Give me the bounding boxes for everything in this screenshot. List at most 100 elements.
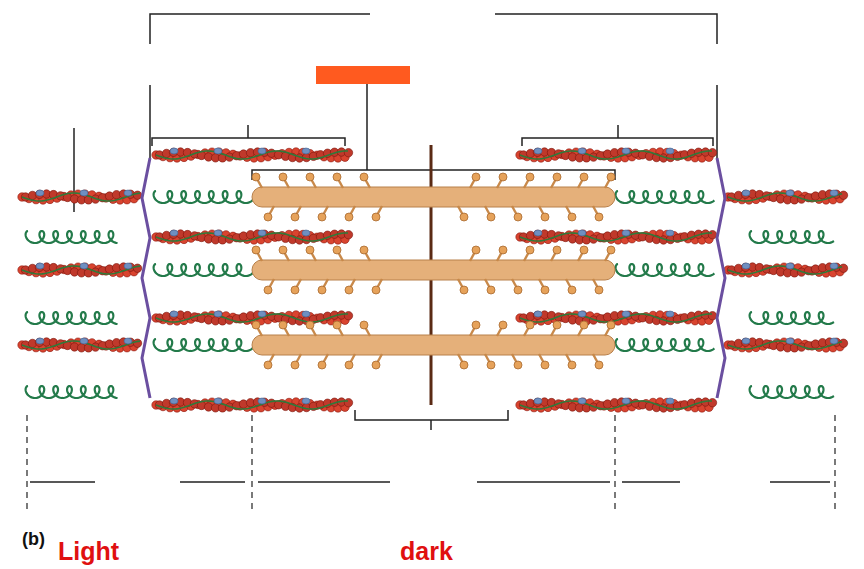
thin-filament [724, 190, 848, 204]
troponin [666, 398, 674, 404]
myosin-head [499, 173, 507, 181]
myosin-head [514, 286, 522, 294]
thick-filament [252, 173, 615, 221]
myosin-head [360, 321, 368, 329]
troponin [534, 230, 542, 236]
myosin-head [487, 286, 495, 294]
troponin [302, 148, 310, 154]
actin-bead [839, 264, 847, 272]
troponin [258, 230, 266, 236]
thin-filament [152, 398, 353, 412]
troponin [742, 190, 750, 196]
troponin [578, 398, 586, 404]
troponin [302, 311, 310, 317]
myosin-head [526, 321, 534, 329]
myosin-head [264, 286, 272, 294]
panel-letter: (b) [22, 529, 45, 549]
myosin-head [460, 213, 468, 221]
myosin-head [595, 286, 603, 294]
tropomyosin [520, 233, 712, 241]
actin-bead [35, 263, 43, 271]
actin-bead [35, 190, 43, 198]
actin-bead [533, 398, 541, 406]
myosin-shaft [252, 187, 615, 207]
band-label: dark [400, 537, 453, 565]
myosin-head [291, 361, 299, 369]
myosin-head [279, 246, 287, 254]
thin-filament [516, 148, 717, 162]
filaments [18, 145, 848, 412]
myosin-head [252, 173, 260, 181]
actin-bead [708, 399, 716, 407]
troponin [36, 338, 44, 344]
thin-filament [152, 148, 353, 162]
troponin [170, 148, 178, 154]
myosin-head [568, 361, 576, 369]
titin-coil [616, 339, 715, 351]
troponin [830, 263, 838, 269]
z-disc [142, 158, 150, 398]
thin-filament [516, 230, 717, 244]
myosin-head [472, 246, 480, 254]
thin-filament-bracket [152, 125, 345, 146]
troponin [622, 311, 630, 317]
band-label-box: dark [400, 538, 453, 566]
myosin-head [607, 246, 615, 254]
actin-bead [741, 190, 749, 198]
troponin [830, 190, 838, 196]
myosin-head [333, 246, 341, 254]
tropomyosin [520, 314, 712, 322]
myosin-head [595, 361, 603, 369]
z-leader-line [150, 85, 717, 160]
band-label: Light [58, 537, 119, 565]
troponin [622, 148, 630, 154]
myosin-head [460, 361, 468, 369]
actin-bead [133, 339, 141, 347]
band-label-box: Light [58, 538, 119, 566]
tropomyosin [156, 151, 348, 159]
myosin-head [306, 173, 314, 181]
troponin [534, 398, 542, 404]
troponin [578, 230, 586, 236]
troponin [786, 338, 794, 344]
myosin-shaft [252, 260, 615, 280]
actin-bead [741, 338, 749, 346]
myosin-head [541, 286, 549, 294]
titin-coil [154, 264, 255, 276]
troponin [80, 263, 88, 269]
myosin-head [252, 321, 260, 329]
actin-bead [169, 148, 177, 156]
myosin-head [553, 321, 561, 329]
thin-filament [516, 398, 717, 412]
actin-bead [35, 338, 43, 346]
troponin [36, 263, 44, 269]
actin-bead [533, 311, 541, 319]
actin-bead [169, 398, 177, 406]
troponin [214, 148, 222, 154]
myosin-head [607, 173, 615, 181]
actin-bead [344, 149, 352, 157]
myosin-shaft [252, 335, 615, 355]
myosin-head [541, 361, 549, 369]
actin-bead [344, 399, 352, 407]
titin-coil [26, 386, 118, 398]
band-lines [30, 481, 830, 483]
myosin-head [553, 173, 561, 181]
tropomyosin [156, 233, 348, 241]
troponin [786, 263, 794, 269]
actin-bead [839, 339, 847, 347]
myosin-head [318, 361, 326, 369]
myosin-head [345, 286, 353, 294]
myosin-head [499, 246, 507, 254]
band-dashes [27, 415, 835, 510]
troponin [830, 338, 838, 344]
myosin-head [514, 213, 522, 221]
thin-filament [18, 190, 142, 204]
troponin [214, 230, 222, 236]
actin-bead [708, 312, 716, 320]
brackets [30, 14, 830, 482]
myosin-head [306, 246, 314, 254]
actin-bead [344, 231, 352, 239]
thin-filament [724, 338, 848, 352]
